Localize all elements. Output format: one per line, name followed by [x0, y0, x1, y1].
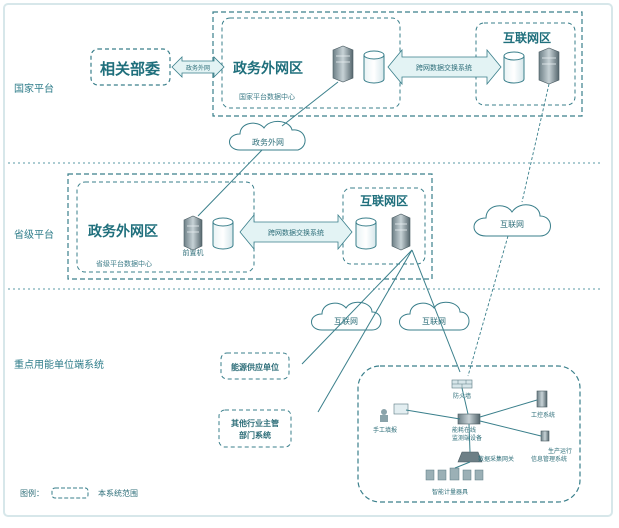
- national-server-icon: [332, 45, 354, 83]
- provincial-internet-database-icon: [355, 217, 377, 250]
- national-scope-box: [212, 11, 583, 117]
- monitor-device-icon: [457, 413, 481, 425]
- energy-supplier-box: [220, 352, 290, 380]
- legend-suffix: 本系统范围: [98, 488, 138, 498]
- gov-network-cloud: [229, 121, 306, 151]
- national-internet-database-icon: [503, 51, 525, 84]
- provincial-gov-zone-title: 政务外网区: [88, 223, 158, 240]
- dept-link-label: 政务外网: [186, 64, 210, 72]
- dept-link-arrow: [171, 56, 225, 78]
- related-dept-label: 相关部委: [100, 60, 160, 78]
- meters-label: 智能计量器具: [432, 488, 468, 496]
- connector-prov-to-other: [317, 249, 413, 413]
- connector-national-to-cloud: [281, 81, 339, 127]
- national-internet-server-icon: [538, 47, 560, 85]
- provincial-datacenter-label: 省级平台数据中心: [96, 259, 152, 268]
- firewall-icon: [451, 379, 473, 389]
- provincial-database-icon: [212, 217, 234, 250]
- provincial-exchange-arrow: [239, 213, 353, 251]
- national-datacenter-label: 国家平台数据中心: [239, 92, 295, 101]
- production-system-label-2: 信息管理系统: [531, 455, 567, 463]
- provincial-internet-zone-title: 互联网区: [360, 194, 408, 208]
- gateway-icon: [457, 451, 483, 463]
- firewall-label: 防火墙: [453, 392, 471, 400]
- manual-entry-icon: [380, 403, 409, 422]
- legend-prefix: 图例：: [20, 488, 44, 498]
- row-label-enterprise: 重点用能单位端系统: [14, 358, 104, 371]
- gateway-label: 数据采集网关: [478, 455, 514, 463]
- other-industry-label-2: 部门系统: [239, 430, 271, 440]
- energy-supplier-label: 能源供应单位: [231, 362, 279, 372]
- connector-prov-to-firewall: [411, 249, 461, 373]
- manual-entry-label: 手工填报: [373, 426, 397, 434]
- connector-national-internet-to-cloud: [521, 83, 550, 203]
- industrial-control-icon: [536, 390, 548, 408]
- internet-cloud-left-label: 互联网: [334, 317, 358, 326]
- connector-cloud-to-firewall: [467, 235, 509, 377]
- national-internet-zone-title: 互联网区: [503, 31, 551, 45]
- other-industry-label-1: 其他行业主管: [231, 418, 279, 428]
- enterprise-scope-box: [357, 365, 581, 503]
- national-exchange-label: 跨网数据交换系统: [416, 63, 472, 72]
- connector-monitor-to-control: [479, 399, 538, 418]
- legend-scope-swatch: [51, 487, 89, 499]
- national-gov-zone-title: 政务外网区: [233, 60, 303, 77]
- connector-monitor-to-gateway: [468, 423, 471, 453]
- internet-cloud-center-label: 互联网: [422, 317, 446, 326]
- row-label-national: 国家平台: [14, 82, 54, 95]
- monitor-device-label-1: 能耗在线: [452, 426, 476, 434]
- internet-cloud-center: [399, 301, 470, 331]
- connector-lines: [197, 81, 542, 469]
- provincial-internet-server-icon: [391, 213, 411, 251]
- internet-cloud-left: [311, 301, 382, 331]
- connector-gateway-to-meters: [454, 461, 471, 469]
- internet-cloud-right: [473, 204, 551, 237]
- dashed-connectors: [467, 83, 550, 377]
- production-system-label-1: 生产运行: [548, 447, 572, 455]
- connector-monitor-to-production: [479, 420, 542, 437]
- frontend-label: 前置机: [183, 248, 204, 257]
- national-exchange-arrow: [387, 48, 502, 86]
- monitor-device-label-2: 监测端设备: [452, 434, 482, 442]
- gov-network-cloud-label: 政务外网: [252, 137, 284, 147]
- frontend-server-icon: [183, 215, 203, 251]
- outer-frame: [3, 3, 613, 517]
- related-dept-box: [90, 48, 171, 86]
- connector-manual-to-monitor: [405, 409, 461, 420]
- connector-firewall-to-monitor: [461, 387, 469, 415]
- internet-cloud-right-label: 互联网: [500, 220, 524, 229]
- provincial-scope-box: [67, 173, 433, 280]
- connector-prov-to-energy: [301, 249, 413, 365]
- provincial-exchange-label: 跨网数据交换系统: [268, 228, 324, 237]
- industrial-control-label: 工控系统: [531, 411, 555, 419]
- row-label-provincial: 省级平台: [14, 228, 54, 241]
- meters-icon: [425, 467, 484, 481]
- national-database-icon: [363, 50, 385, 84]
- other-industry-box: [218, 409, 292, 448]
- connector-cloud-to-frontend: [197, 149, 263, 217]
- production-system-icon: [540, 430, 550, 442]
